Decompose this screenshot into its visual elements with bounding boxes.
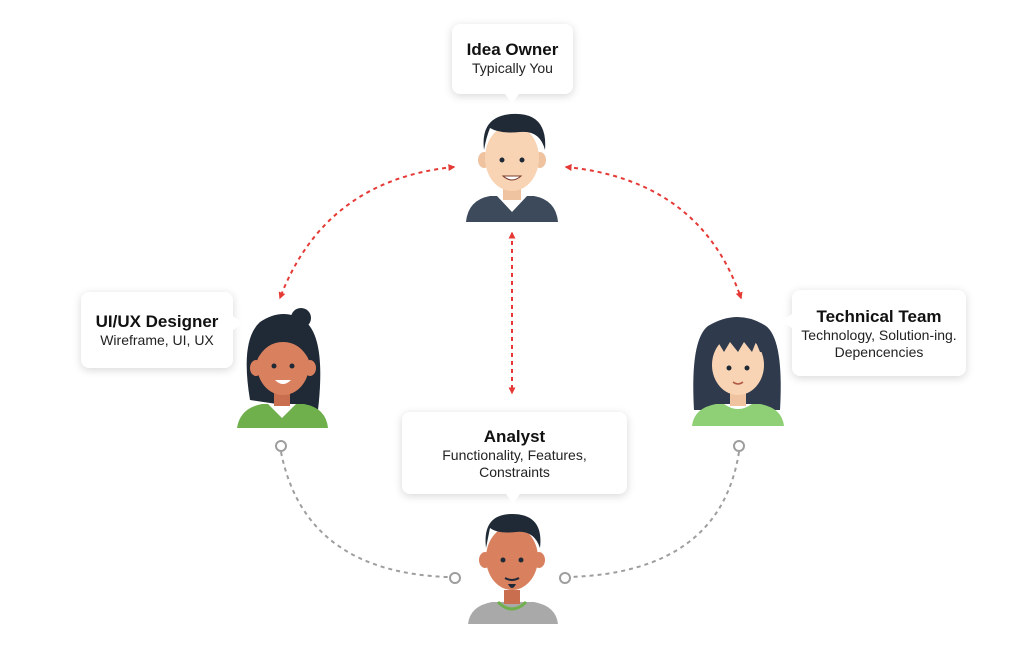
idea-owner-subtitle: Typically You [472, 60, 553, 76]
connector-dot-analyst-left [449, 572, 461, 584]
analyst-bubble: Analyst Functionality, Features, Constra… [402, 412, 627, 504]
analyst-subtitle-line1: Functionality, Features, [442, 447, 587, 463]
bubble-tail [782, 314, 792, 328]
idea-owner-title: Idea Owner [466, 40, 559, 59]
idea-owner-avatar [466, 113, 558, 222]
designer-bubble: UI/UX Designer Wireframe, UI, UX [81, 292, 243, 368]
technical-bubble: Technical Team Technology, Solution-ing.… [782, 290, 966, 376]
connector-dot-technical [733, 440, 745, 452]
technical-title: Technical Team [816, 307, 942, 326]
connector-dot-designer [275, 440, 287, 452]
bubble-tail [505, 94, 519, 104]
bubble-tail [506, 494, 520, 504]
designer-subtitle: Wireframe, UI, UX [100, 332, 214, 348]
analyst-title: Analyst [483, 427, 546, 446]
connector-dot-analyst-right [559, 572, 571, 584]
arrow-owner-designer [278, 164, 456, 300]
analyst-subtitle-line2: Constraints [479, 464, 550, 480]
arrow-owner-technical [564, 164, 743, 300]
technical-avatar [692, 317, 784, 426]
designer-title: UI/UX Designer [95, 312, 219, 331]
loop-designer-analyst [280, 451, 449, 578]
bubble-tail [233, 316, 243, 330]
technical-subtitle-line2: Depencencies [834, 344, 924, 360]
loop-technical-analyst [569, 451, 740, 578]
idea-owner-bubble: Idea Owner Typically You [452, 24, 573, 104]
technical-subtitle-line1: Technology, Solution-ing. [801, 327, 957, 343]
analyst-avatar [468, 514, 558, 624]
designer-avatar [237, 308, 328, 428]
